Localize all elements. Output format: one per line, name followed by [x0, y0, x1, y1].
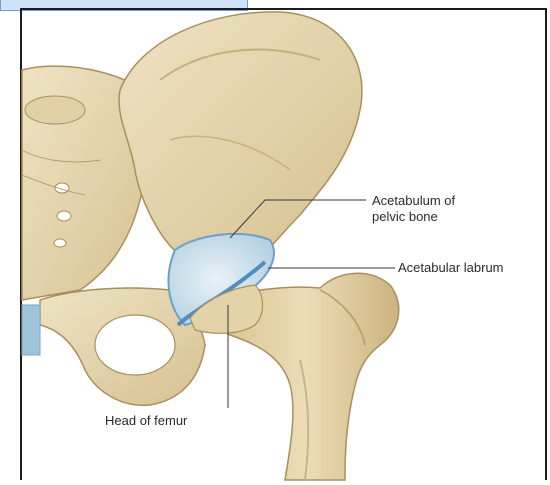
acetabular-labrum-label: Acetabular labrum — [398, 260, 504, 276]
acetabulum-label-line1: Acetabulum of — [372, 193, 455, 209]
acetabulum-label: Acetabulum of pelvic bone — [372, 193, 455, 225]
ilium — [119, 12, 362, 255]
acetabulum-label-line2: pelvic bone — [372, 209, 455, 225]
head-of-femur-label: Head of femur — [105, 413, 187, 429]
pubic-symphysis — [22, 305, 40, 355]
